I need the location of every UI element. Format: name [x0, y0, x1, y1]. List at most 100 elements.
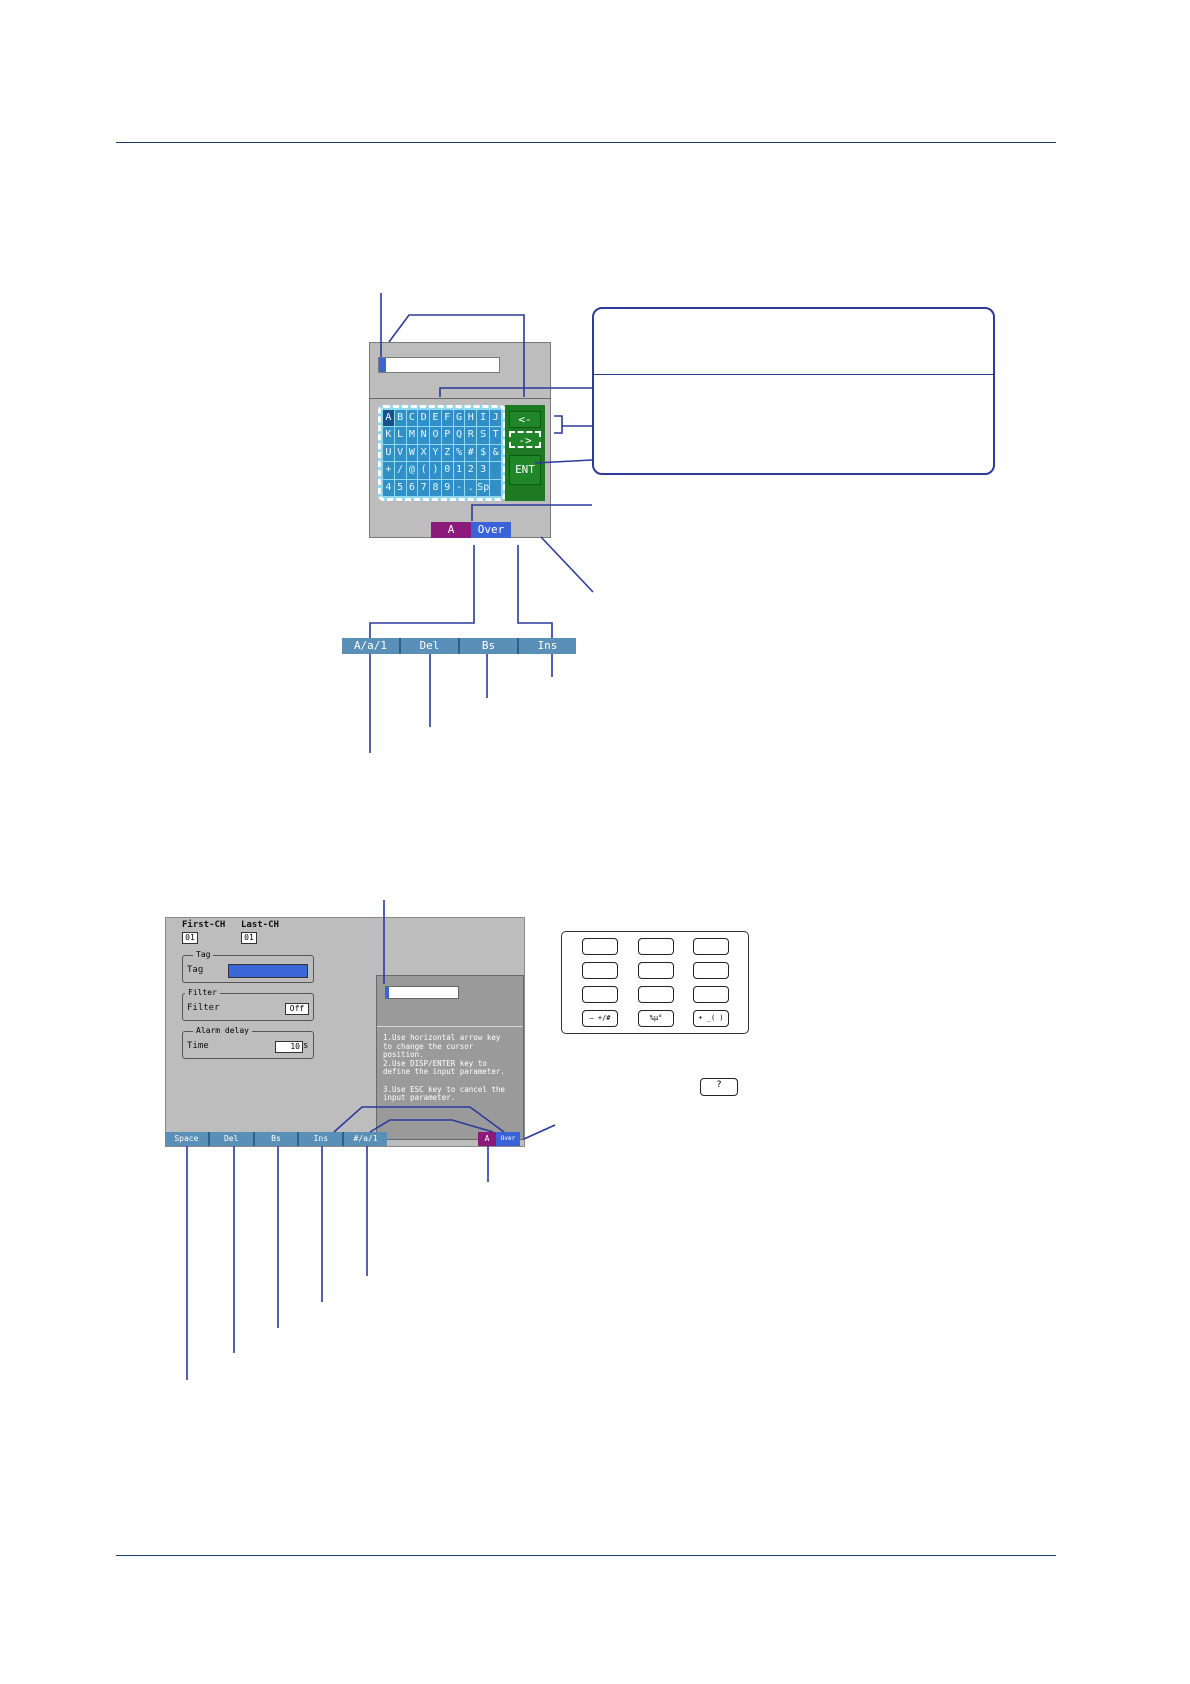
question-key[interactable]: ? [700, 1078, 738, 1096]
keyboard-key[interactable]: Z [441, 444, 453, 462]
text-entry-box[interactable] [378, 357, 500, 373]
top-rule [116, 142, 1056, 143]
keypad-key[interactable] [638, 938, 674, 955]
keypad-key[interactable] [582, 986, 618, 1003]
input-softkey[interactable]: Bs [255, 1132, 300, 1146]
tag-group: Tag Tag [182, 950, 314, 983]
keypad-key[interactable] [582, 962, 618, 979]
keyboard-key[interactable]: 7 [418, 479, 430, 496]
keyboard-key[interactable]: 1 [453, 462, 465, 479]
keypad-key[interactable]: • _( ) [693, 1010, 729, 1027]
keypad-key[interactable]: %μ° [638, 1010, 674, 1027]
keyboard-key[interactable]: ) [430, 462, 441, 479]
keyboard-key[interactable]: 5 [394, 479, 406, 496]
keyboard-key[interactable]: / [394, 462, 406, 479]
keyboard-key[interactable]: Sp [477, 479, 490, 496]
keypad-key[interactable] [638, 962, 674, 979]
keypad-key[interactable] [693, 986, 729, 1003]
keyboard-key[interactable]: B [394, 410, 406, 427]
keyboard-key[interactable]: 3 [477, 462, 490, 479]
keyboard-key[interactable]: F [441, 410, 453, 427]
time-unit: s [303, 1041, 309, 1051]
input-softkey[interactable]: Ins [299, 1132, 345, 1146]
filter-value[interactable]: Off [285, 1003, 309, 1015]
entry-softkey[interactable]: A/a/1 [342, 638, 401, 654]
time-value[interactable]: 10 [275, 1041, 303, 1053]
keyboard-key[interactable]: G [453, 410, 465, 427]
tag-label: Tag [187, 965, 204, 975]
leader-enter [534, 459, 593, 464]
keyboard-key[interactable]: + [383, 462, 394, 479]
keyboard-key[interactable]: D [418, 410, 430, 427]
popup-text-entry[interactable] [385, 986, 459, 999]
keyboard-key[interactable]: 2 [465, 462, 477, 479]
keyboard-key[interactable]: H [465, 410, 477, 427]
explanation-callout-box [592, 307, 995, 475]
keyboard-key[interactable]: E [430, 410, 441, 427]
keyboard-key[interactable]: $ [477, 444, 490, 462]
keypad-key[interactable] [582, 938, 618, 955]
filter-group: Filter Filter Off [182, 988, 314, 1021]
entry-softkey[interactable]: Del [401, 638, 460, 654]
entry-softkey[interactable]: Ins [537, 639, 558, 652]
keypad-key[interactable] [638, 986, 674, 1003]
alarm-delay-group-title: Alarm delay [193, 1026, 252, 1035]
keyboard-key[interactable]: V [394, 444, 406, 462]
keyboard-key[interactable]: X [418, 444, 430, 462]
keyboard-key[interactable]: Q [453, 427, 465, 444]
keyboard-key[interactable]: P [441, 427, 453, 444]
keyboard-key[interactable]: W [406, 444, 418, 462]
first-ch-value[interactable]: 01 [182, 932, 198, 944]
keyboard-key[interactable]: K [383, 427, 394, 444]
filter-group-title: Filter [185, 988, 220, 997]
keyboard-key[interactable]: I [477, 410, 490, 427]
keyboard-key[interactable]: & [490, 444, 501, 462]
keyboard-key[interactable]: 8 [430, 479, 441, 496]
input-softkey[interactable]: Space [165, 1132, 210, 1146]
input-softkey[interactable]: #/a/1 [353, 1134, 378, 1143]
keyboard-key[interactable] [490, 479, 501, 496]
keyboard-key[interactable]: ( [418, 462, 430, 479]
keyboard-key[interactable]: L [394, 427, 406, 444]
input-softkey[interactable]: Del [210, 1132, 255, 1146]
keyboard-key[interactable]: R [465, 427, 477, 444]
keypad-key[interactable] [693, 938, 729, 955]
keyboard-key[interactable]: N [418, 427, 430, 444]
filter-label: Filter [187, 1003, 220, 1013]
keyboard-key[interactable]: 9 [441, 479, 453, 496]
keyboard-key[interactable]: T [490, 427, 501, 444]
keyboard-key[interactable]: 6 [406, 479, 418, 496]
keyboard-key[interactable]: O [430, 427, 441, 444]
keyboard-key[interactable]: @ [406, 462, 418, 479]
keyboard-key[interactable]: # [465, 444, 477, 462]
leader-over [540, 536, 594, 593]
input-setting-screen: First-CH 01 Last-CH 01 Tag Tag Filter Fi… [165, 917, 525, 1147]
keyboard-key[interactable]: J [490, 410, 501, 427]
leader-mode [471, 504, 592, 521]
keyboard-key[interactable]: Y [430, 444, 441, 462]
keyboard-key[interactable]: 4 [383, 479, 394, 496]
keyboard-key[interactable]: U [383, 444, 394, 462]
last-ch-value[interactable]: 01 [241, 932, 257, 944]
bottom-rule [116, 1555, 1056, 1556]
keyboard-key[interactable]: 0 [441, 462, 453, 479]
keypad-key[interactable]: — +/# [582, 1010, 618, 1027]
keyboard-key[interactable]: . [465, 479, 477, 496]
keyboard-key[interactable] [490, 462, 501, 479]
cursor-key-column: <- -> ENT [505, 405, 545, 501]
keyboard-key[interactable]: M [406, 427, 418, 444]
cursor-left-key[interactable]: <- [509, 411, 541, 428]
keyboard-key[interactable]: - [453, 479, 465, 496]
keypad-key[interactable] [693, 962, 729, 979]
enter-key[interactable]: ENT [509, 455, 541, 485]
keyboard-key[interactable]: % [453, 444, 465, 462]
leader-over-2 [523, 1124, 556, 1140]
keyboard-key[interactable]: C [406, 410, 418, 427]
cursor-right-key[interactable]: -> [509, 431, 541, 448]
tag-input[interactable] [228, 964, 308, 978]
keyboard-key[interactable]: A [383, 410, 394, 427]
keyboard-key[interactable]: S [477, 427, 490, 444]
popup-help-text: 1.Use horizontal arrow key to change the… [383, 1033, 505, 1103]
entry-softkey[interactable]: Bs [460, 638, 519, 654]
